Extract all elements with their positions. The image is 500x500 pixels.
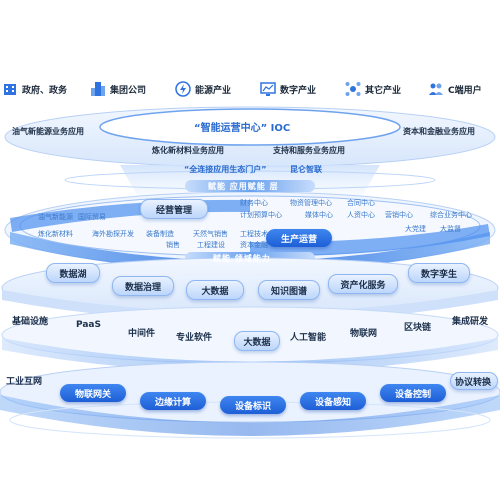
user-group-label: 集团公司 bbox=[110, 85, 147, 96]
mgmt-item[interactable]: 合同中心 bbox=[347, 199, 375, 207]
user-consumer[interactable]: C端用户 bbox=[428, 72, 482, 106]
prod-item[interactable]: 销售 bbox=[166, 241, 180, 249]
user-group[interactable]: 集团公司 bbox=[90, 72, 146, 106]
data-item-asset-service[interactable]: 资产化服务 bbox=[328, 274, 398, 294]
portal-subtitle: 昆仑智联 bbox=[290, 165, 322, 174]
user-gov[interactable]: 政府、政务 bbox=[2, 72, 67, 106]
monitor-chart-icon bbox=[260, 82, 276, 96]
prod-item[interactable]: 工程建设 bbox=[197, 241, 225, 249]
iot-item-control[interactable]: 设备控制 bbox=[380, 384, 446, 402]
infra-item-software[interactable]: 专业软件 bbox=[176, 333, 213, 343]
prod-item[interactable]: 天然气销售 bbox=[193, 230, 228, 238]
infra-item-paas[interactable]: PaaS bbox=[76, 320, 101, 330]
network-nodes-icon bbox=[345, 82, 361, 96]
user-gov-label: 政府、政务 bbox=[22, 85, 68, 96]
user-other-label: 其它产业 bbox=[365, 85, 402, 96]
prod-item[interactable]: 大监督 bbox=[440, 225, 461, 233]
infra-item-ai[interactable]: 人工智能 bbox=[290, 333, 327, 343]
user-category-bar: 政府、政务 集团公司 能源产业 数字产业 其它产业 C端用户 bbox=[0, 72, 500, 106]
prod-item[interactable]: 油气新能源 bbox=[38, 213, 73, 221]
infra-item-iot[interactable]: 物联网 bbox=[350, 329, 378, 339]
management-title[interactable]: 经营管理 bbox=[140, 199, 208, 219]
infra-item-blockchain[interactable]: 区块链 bbox=[404, 323, 432, 333]
infra-item-bigdata[interactable]: 大数据 bbox=[234, 331, 280, 351]
mgmt-item[interactable]: 财务中心 bbox=[240, 199, 268, 207]
prod-item[interactable]: 装备制造 bbox=[146, 230, 174, 238]
ioc-right-app[interactable]: 资本和金融业务应用 bbox=[403, 127, 475, 136]
prod-item[interactable]: 国际贸易 bbox=[78, 213, 106, 221]
data-item-bigdata[interactable]: 大数据 bbox=[186, 280, 244, 300]
energy-icon bbox=[175, 81, 191, 97]
data-item-lake[interactable]: 数据湖 bbox=[46, 263, 100, 283]
data-item-digital-twin[interactable]: 数字孪生 bbox=[408, 263, 470, 283]
prod-item[interactable]: 炼化新材料 bbox=[38, 230, 73, 238]
mgmt-item[interactable]: 人资中心 bbox=[347, 211, 375, 219]
mgmt-item[interactable]: 综合业务中心 bbox=[430, 211, 472, 219]
user-other[interactable]: 其它产业 bbox=[345, 72, 401, 106]
mgmt-item[interactable]: 计划预算中心 bbox=[240, 211, 282, 219]
portal-title: “全连接应用生态门户” bbox=[184, 165, 267, 174]
production-title[interactable]: 生产运营 bbox=[266, 229, 332, 247]
building-icon bbox=[4, 84, 16, 95]
iot-item-identification[interactable]: 设备标识 bbox=[220, 396, 286, 414]
prod-item[interactable]: 海外勘探开发 bbox=[92, 230, 134, 238]
user-consumer-label: C端用户 bbox=[448, 85, 482, 96]
infra-item-rnd[interactable]: 集成研发 bbox=[452, 317, 489, 327]
data-item-governance[interactable]: 数据治理 bbox=[112, 276, 174, 296]
user-energy-label: 能源产业 bbox=[195, 85, 232, 96]
iot-item-edge[interactable]: 边缘计算 bbox=[140, 392, 206, 410]
portal-band-label: 赋能 应用赋能 层 bbox=[208, 182, 279, 191]
prod-item[interactable]: 大党建 bbox=[405, 225, 426, 233]
ioc-center-left-app[interactable]: 炼化新材料业务应用 bbox=[152, 146, 224, 155]
iot-item-industrial-internet[interactable]: 工业互网 bbox=[6, 377, 43, 387]
user-energy[interactable]: 能源产业 bbox=[175, 72, 231, 106]
user-digital[interactable]: 数字产业 bbox=[260, 72, 316, 106]
ioc-center-right-app[interactable]: 支持和服务业务应用 bbox=[273, 146, 345, 155]
prod-item[interactable]: 资本金融 bbox=[240, 241, 268, 249]
user-digital-label: 数字产业 bbox=[280, 85, 317, 96]
ioc-title: “智能运营中心” IOC bbox=[194, 123, 291, 134]
infra-item-basic[interactable]: 基础设施 bbox=[12, 317, 49, 327]
ops-band-label: 赋能 领域能力 bbox=[213, 254, 271, 263]
prod-item[interactable]: 工程技术 bbox=[240, 230, 268, 238]
iot-item-protocol[interactable]: 协议转换 bbox=[450, 372, 498, 390]
data-item-knowledge-graph[interactable]: 知识图谱 bbox=[258, 280, 320, 300]
mgmt-item[interactable]: 物资管理中心 bbox=[290, 199, 332, 207]
office-tower-icon bbox=[91, 82, 105, 96]
ioc-left-app[interactable]: 油气新能源业务应用 bbox=[12, 127, 84, 136]
iot-item-gateway[interactable]: 物联网关 bbox=[60, 384, 126, 402]
users-icon bbox=[429, 83, 443, 95]
iot-item-sensing[interactable]: 设备感知 bbox=[300, 392, 366, 410]
infra-item-middleware[interactable]: 中间件 bbox=[128, 329, 156, 339]
mgmt-item[interactable]: 营销中心 bbox=[385, 211, 413, 219]
mgmt-item[interactable]: 媒体中心 bbox=[305, 211, 333, 219]
